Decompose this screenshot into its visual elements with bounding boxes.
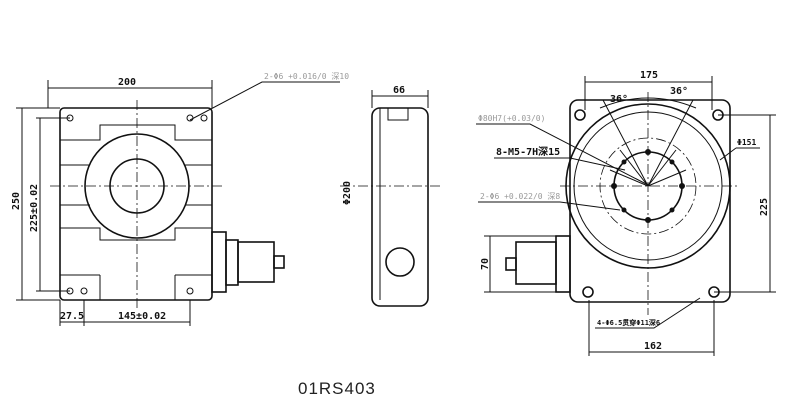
motor: [211, 231, 285, 293]
dim-width: 200: [118, 77, 136, 88]
thread-note: 8-M5-7H深15: [496, 145, 560, 158]
side-view: 66 Φ200: [340, 85, 440, 307]
side-body: [371, 107, 429, 307]
bore-note: Φ80H7(+0.03/0): [478, 114, 545, 123]
dim-hole-spacing-horizontal: 145±0.02: [118, 311, 166, 322]
dim-edge-offset: 27.5: [60, 311, 84, 322]
dim-diameter: Φ200: [342, 181, 353, 205]
dim-top-hole-spacing-vertical: 225: [759, 198, 770, 216]
dim-thickness: 66: [393, 85, 405, 96]
angle-left: 36°: [610, 94, 628, 105]
thread-holes: [611, 149, 685, 223]
dim-hole-spacing-vertical: 225±0.02: [29, 184, 40, 232]
angle-right: 36°: [670, 86, 688, 97]
top-pin-hole-note: 2-Φ6 +0.022/0 深8: [480, 192, 560, 201]
corner-holes: [574, 109, 724, 298]
mount-hole-note: 4-Φ6.5贯穿Φ11深6: [597, 318, 660, 327]
dim-top-width: 175: [640, 70, 658, 81]
mounting-holes: [66, 114, 208, 295]
pcd-note: Φ151: [737, 138, 756, 147]
base-plate-outline: [59, 107, 213, 301]
top-plate-outline: [569, 99, 731, 303]
side-motor-circle: [385, 247, 415, 277]
top-view: 175 36° 36° Φ80H7(+0.03/0) 8-M5-7H深15 Φ1…: [476, 70, 776, 356]
front-view: 200 250 225±0.02 27.5 145±0.02 2-Φ6 +0.0…: [11, 72, 349, 326]
model-label: 01RS403: [298, 379, 376, 398]
top-motor: [505, 235, 571, 293]
pin-hole-note: 2-Φ6 +0.016/0 深10: [264, 72, 349, 81]
dim-motor-height: 70: [480, 258, 491, 270]
dim-height: 250: [11, 192, 22, 210]
dim-top-hole-spacing-horizontal: 162: [644, 341, 662, 352]
